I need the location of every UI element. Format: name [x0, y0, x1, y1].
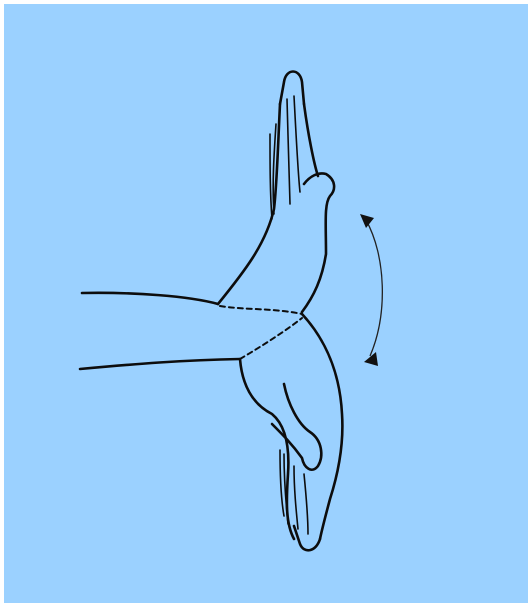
- lower-hand-palm-edge: [240, 359, 294, 539]
- motion-arrow-top-head: [360, 214, 374, 228]
- motion-arrow-arc: [366, 220, 382, 356]
- upper-hand-back-edge: [304, 104, 318, 176]
- forearm: [80, 293, 240, 369]
- wrist-creases: [220, 306, 302, 359]
- lower-hand-back-edge: [302, 314, 342, 539]
- upper-finger-line-4: [287, 99, 290, 204]
- upper-thumb: [302, 173, 334, 312]
- upper-hand-fingertips: [280, 72, 304, 105]
- forearm-upper-edge: [82, 293, 218, 304]
- upper-wrist-crease: [220, 306, 302, 314]
- upper-finger-line-3: [270, 134, 272, 219]
- wrist-flexion-extension-diagram: [4, 4, 528, 603]
- lower-finger-line-2: [294, 466, 298, 529]
- forearm-lower-edge: [80, 359, 240, 369]
- motion-arrow: [360, 214, 382, 366]
- hand-extended-up: [218, 72, 334, 313]
- upper-finger-line-1: [294, 96, 300, 192]
- lower-wrist-crease: [240, 318, 302, 359]
- lower-finger-line-1: [304, 474, 308, 534]
